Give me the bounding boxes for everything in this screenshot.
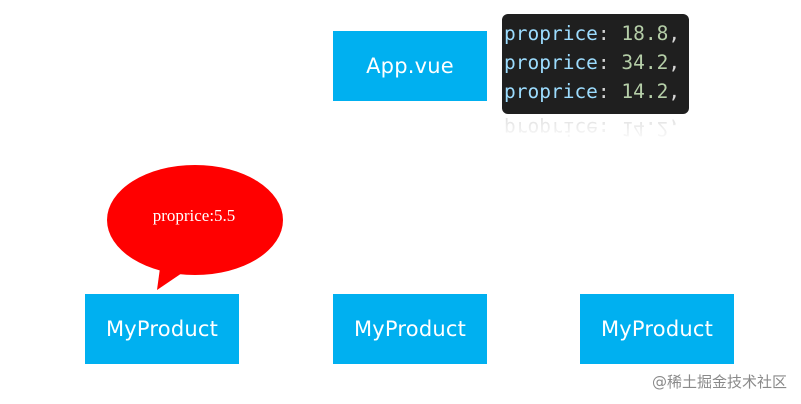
code-comma: , <box>668 51 681 74</box>
code-value: 14.2 <box>621 80 669 103</box>
app-vue-label: App.vue <box>366 54 454 78</box>
myproduct-label: MyProduct <box>353 317 467 341</box>
code-key: proprice <box>504 22 598 45</box>
reflection-value: 14.2 <box>621 117 669 140</box>
code-panel-reflection: proprice: 14.2, <box>504 117 681 140</box>
myproduct-node-2: MyProduct <box>333 294 487 364</box>
code-colon: : <box>597 22 622 45</box>
code-comma: , <box>668 22 681 45</box>
code-line: proprice: 14.2, <box>502 77 689 106</box>
code-value: 34.2 <box>621 51 669 74</box>
reflection-key: proprice <box>504 117 598 140</box>
myproduct-node-3: MyProduct <box>580 294 734 364</box>
code-value: 18.8 <box>621 22 669 45</box>
myproduct-node-1: MyProduct <box>85 294 239 364</box>
code-line: proprice: 18.8, <box>502 19 689 48</box>
myproduct-label: MyProduct <box>105 317 219 341</box>
speech-bubble <box>107 165 283 290</box>
code-key: proprice <box>504 51 598 74</box>
myproduct-label: MyProduct <box>600 317 714 341</box>
code-key: proprice <box>504 80 598 103</box>
code-line: proprice: 34.2, <box>502 48 689 77</box>
code-snippet-panel: proprice: 18.8, proprice: 34.2, proprice… <box>502 14 689 114</box>
watermark: @稀土掘金技术社区 <box>651 373 787 391</box>
app-vue-node: App.vue <box>333 31 487 101</box>
code-colon: : <box>597 80 622 103</box>
code-comma: , <box>668 80 681 103</box>
code-colon: : <box>597 51 622 74</box>
speech-bubble-ellipse <box>107 165 283 275</box>
speech-bubble-text: proprice:5.5 <box>152 206 236 225</box>
